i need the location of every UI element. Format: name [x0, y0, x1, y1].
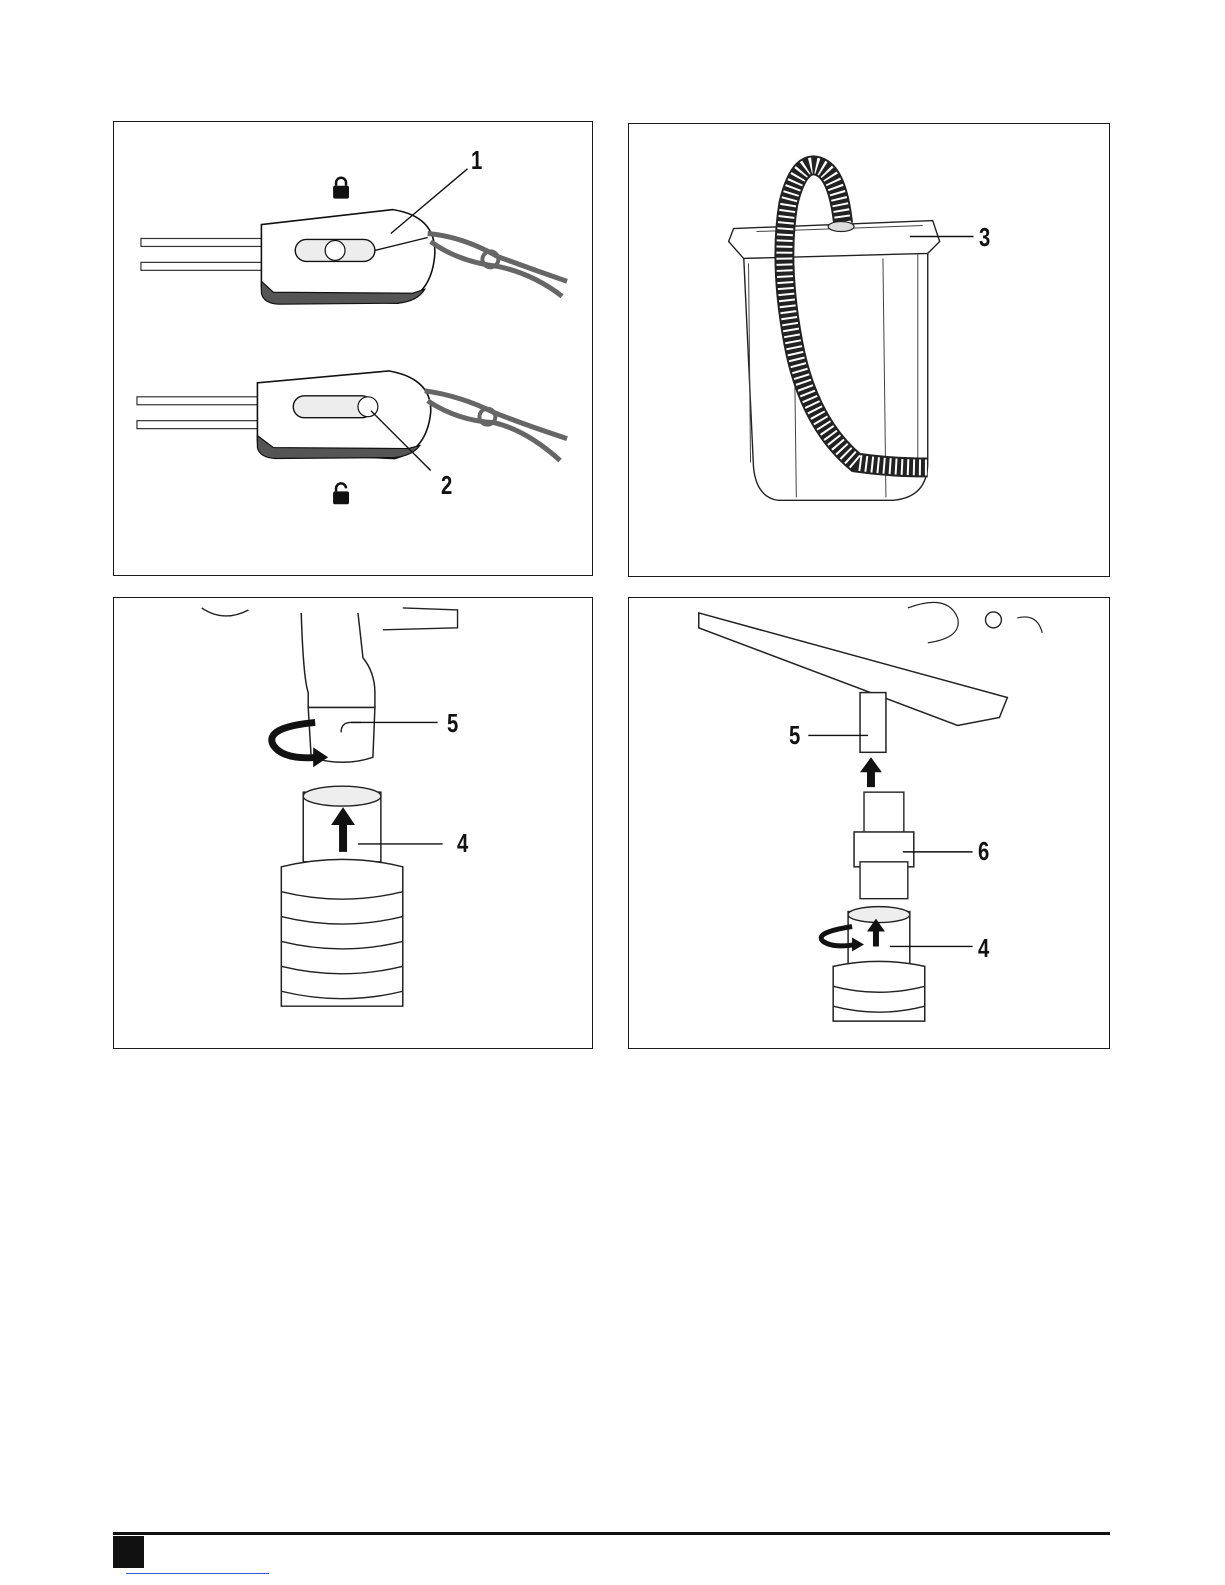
up-arrow-icon — [860, 757, 882, 787]
figure-d-hose-with-adaptor: 5 6 4 — [628, 597, 1110, 1049]
figure-a-cord-clamp: 1 2 — [113, 121, 593, 576]
callout-4: 4 — [978, 935, 989, 961]
dust-bag-illustration — [629, 124, 1109, 576]
callout-3: 3 — [979, 224, 990, 250]
callout-2: 2 — [441, 472, 452, 498]
callout-1: 1 — [471, 147, 482, 173]
callout-6: 6 — [978, 838, 989, 864]
lock-closed-icon — [333, 178, 349, 199]
figure-b-dust-bag: 3 — [628, 123, 1110, 577]
callout-5: 5 — [447, 710, 458, 736]
page-number-box — [113, 1536, 144, 1568]
callout-4: 4 — [457, 830, 468, 856]
upper-clamp — [141, 210, 567, 305]
cord-clamp-illustration — [114, 122, 592, 575]
callout-5: 5 — [789, 722, 800, 748]
hose-to-outlet-illustration — [114, 598, 592, 1048]
footer-link-underline[interactable] — [126, 1573, 269, 1574]
hose-with-adaptor-illustration — [629, 598, 1109, 1048]
lock-open-icon — [333, 483, 349, 504]
footer-rule — [113, 1532, 1110, 1535]
figure-c-hose-to-outlet: 5 4 — [113, 597, 593, 1049]
lower-clamp — [137, 371, 567, 471]
